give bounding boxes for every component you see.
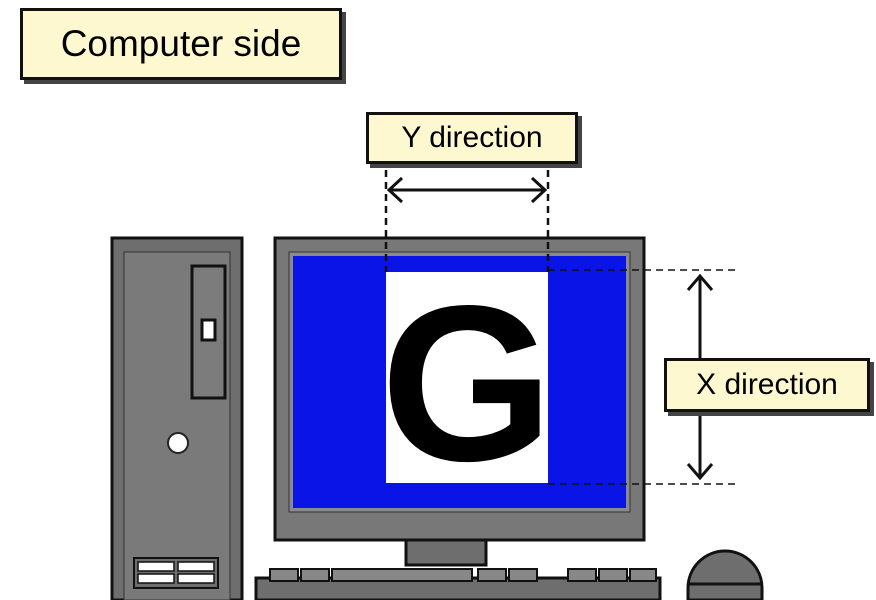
screen-letter: G — [381, 260, 554, 508]
y-direction-label: Y direction — [366, 112, 578, 164]
displayed-image — [386, 272, 548, 483]
keyboard-icon — [254, 568, 662, 600]
mouse-icon — [686, 549, 764, 600]
computer-tower-icon — [110, 236, 244, 600]
title-callout: Computer side — [20, 8, 342, 80]
x-direction-label: X direction — [664, 358, 870, 412]
monitor-icon: G — [273, 236, 646, 567]
y-direction-indicator — [384, 170, 550, 272]
